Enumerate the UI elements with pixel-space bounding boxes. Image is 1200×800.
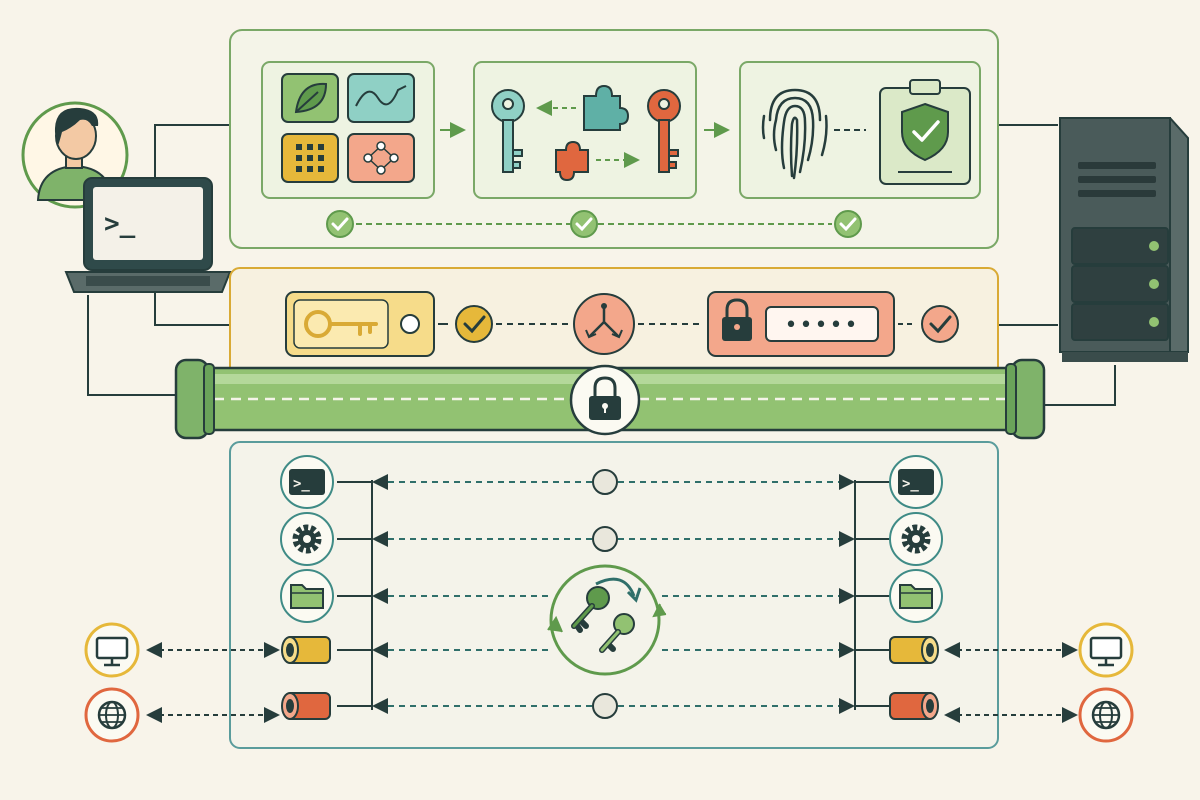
check-icon	[455, 305, 493, 343]
cylinder-port-yellow-icon	[889, 636, 939, 664]
terminal-icon: >_	[889, 455, 943, 509]
globe-icon	[84, 687, 140, 743]
person-icon	[36, 107, 114, 201]
node-graph-icon	[347, 133, 415, 183]
user-avatar	[21, 101, 129, 209]
cylinder-port-red-icon	[889, 692, 939, 720]
tunnel-lock-icon	[569, 364, 641, 436]
gear-icon	[889, 512, 943, 566]
tunnel-cap-right	[1005, 358, 1046, 440]
cylinder-port-red-icon	[281, 692, 331, 720]
padlock-icon	[722, 298, 752, 341]
leaf-icon	[281, 73, 339, 123]
connector-lines	[87, 124, 1116, 406]
branching-arrows-icon	[573, 293, 635, 355]
channel-node	[592, 526, 618, 552]
monitor-icon	[1078, 622, 1134, 678]
terminal-prompt-right: >_	[902, 476, 919, 492]
shield-check-icon	[879, 79, 971, 185]
password-field-icon: •••••	[707, 291, 895, 357]
auth-panel	[229, 29, 999, 249]
folder-icon	[889, 569, 943, 623]
channel-node	[592, 693, 618, 719]
tunnel-cap-left	[174, 358, 215, 440]
check-icon	[570, 210, 598, 238]
cylinder-port-yellow-icon	[281, 636, 331, 664]
puzzle-piece-icon	[583, 84, 630, 131]
globe-icon	[1078, 687, 1134, 743]
fingerprint-icon	[761, 88, 828, 180]
outer-arrows	[146, 642, 1078, 723]
gear-icon	[280, 512, 334, 566]
laptop-terminal-prompt: >_	[104, 209, 136, 239]
channel-node	[592, 469, 618, 495]
key-light-green-icon	[599, 613, 635, 653]
terminal-prompt-left: >_	[293, 476, 310, 492]
key-orange-icon	[647, 89, 681, 173]
verification-checks	[326, 210, 862, 238]
password-mask: •••••	[785, 313, 860, 338]
monitor-icon	[84, 622, 140, 678]
port-forwarding-panel: >_ >_	[229, 441, 999, 749]
folder-icon	[280, 569, 334, 623]
check-icon	[921, 305, 959, 343]
credentials-panel: •••••	[229, 267, 999, 389]
key-green-icon	[571, 586, 610, 633]
dot-grid-icon	[281, 133, 339, 183]
server-tower	[1059, 117, 1189, 362]
encrypted-tunnel	[174, 358, 1046, 440]
line-chart-icon	[347, 73, 415, 123]
key-icon	[491, 89, 525, 173]
laptop: >_	[64, 177, 232, 293]
key-rotation-icon	[547, 564, 667, 676]
check-icon	[834, 210, 862, 238]
channel-lines	[372, 474, 855, 714]
terminal-icon: >_	[280, 455, 334, 509]
puzzle-piece-orange-icon	[555, 140, 589, 182]
key-card-icon	[285, 291, 435, 357]
check-icon	[326, 210, 354, 238]
